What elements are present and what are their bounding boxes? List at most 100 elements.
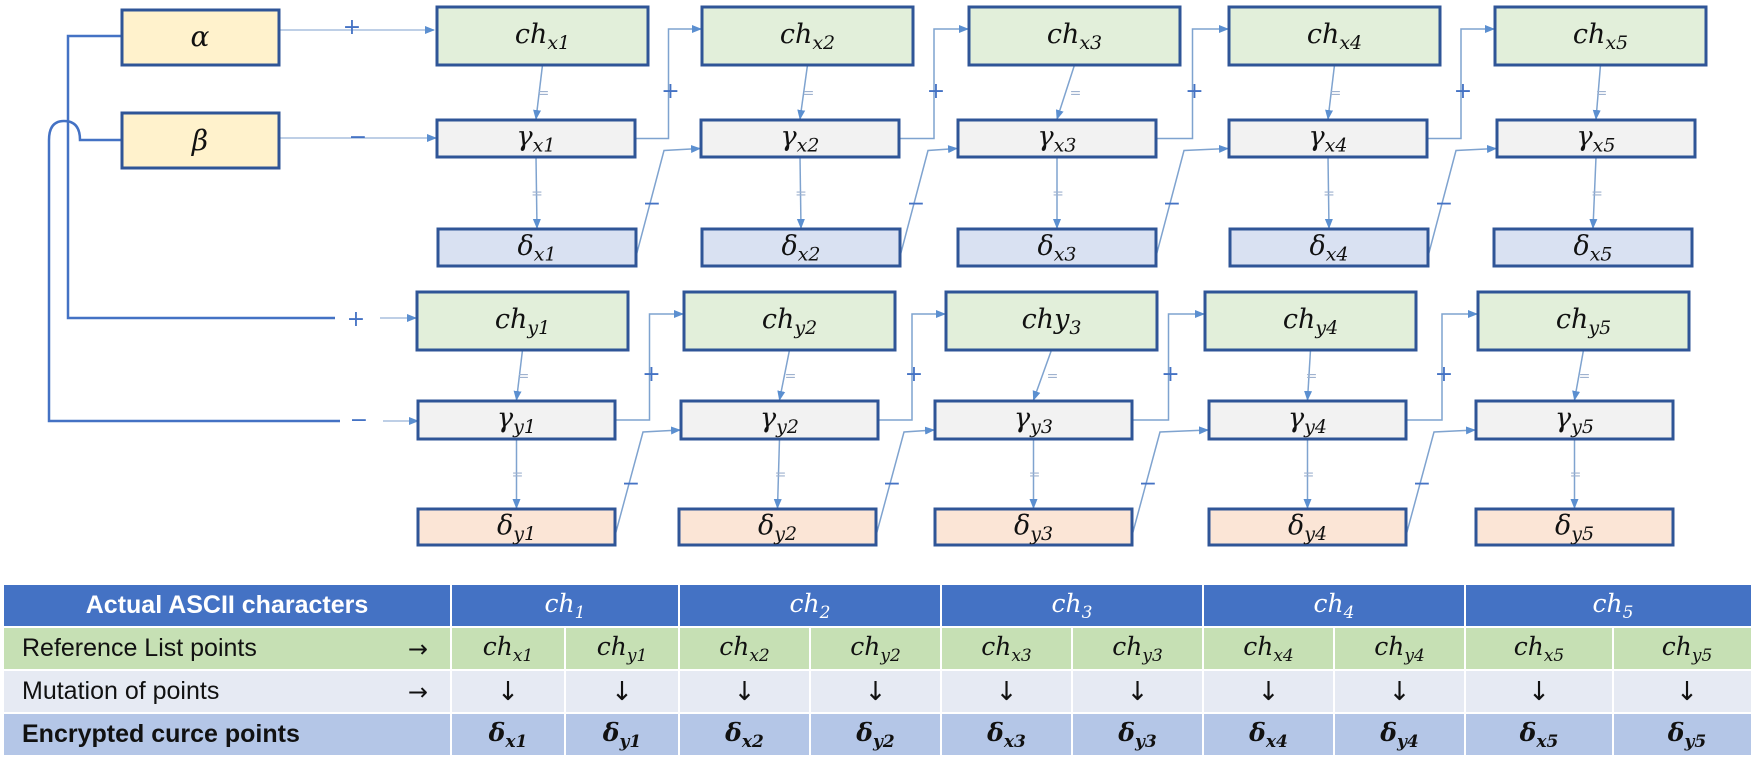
char-header-2: ch2 — [680, 585, 940, 626]
gamma-box — [956, 118, 1158, 159]
gamma-to-delta-arrow — [532, 156, 541, 229]
equals-sign: = — [1591, 186, 1603, 202]
delta-label: δy2 — [758, 510, 797, 545]
mutation-row-header: Mutation of points→ — [4, 671, 450, 712]
gamma-box — [679, 399, 880, 441]
gamma-label: γx2 — [781, 122, 820, 157]
ch-box — [682, 290, 897, 352]
ch-box — [700, 5, 915, 67]
plus-sign: + — [642, 362, 660, 387]
down-arrow-icon: ↓ — [1204, 671, 1333, 712]
encrypted-point-cell: δx3 — [942, 714, 1071, 755]
alpha-plus-sign: + — [343, 15, 361, 40]
delta-label: δx2 — [781, 231, 820, 266]
encrypted-point-cell: δy2 — [811, 714, 940, 755]
reference-point-cell: chx4 — [1204, 628, 1333, 669]
delta-box — [1228, 227, 1430, 268]
equals-sign: = — [1306, 369, 1318, 385]
equals-sign: = — [1070, 86, 1082, 102]
down-arrow-icon: ↓ — [1466, 671, 1612, 712]
gamma-to-next-ch-arrow — [1406, 310, 1478, 421]
ch-box — [415, 290, 630, 352]
gamma-box — [699, 118, 901, 159]
delta-label: δx4 — [1309, 231, 1348, 266]
gamma-box — [1207, 399, 1408, 441]
delta-to-next-gamma-arrow — [1403, 426, 1476, 544]
gamma-to-next-ch-arrow — [1132, 310, 1205, 421]
delta-label: δx1 — [517, 231, 556, 266]
equals-sign: = — [512, 467, 524, 483]
gamma-box — [1227, 118, 1429, 159]
equals-sign: = — [538, 86, 550, 102]
delta-to-next-gamma-arrow — [633, 145, 701, 265]
ch-to-gamma-arrow — [1032, 349, 1053, 401]
equals-sign: = — [1323, 186, 1335, 202]
delta-label: δx3 — [1037, 231, 1076, 266]
delta-label: δy3 — [1014, 510, 1053, 545]
down-arrow-icon: ↓ — [942, 671, 1071, 712]
table-row-actual: Actual ASCII characters ch1 ch2 ch3 ch4 … — [4, 585, 1751, 626]
delta-label: δy5 — [1555, 510, 1594, 545]
down-arrow-icon: ↓ — [452, 671, 564, 712]
minus-sign: − — [622, 472, 640, 497]
gamma-to-next-ch-arrow — [615, 310, 684, 421]
ch-label: chx4 — [1307, 19, 1362, 54]
plus-sign: + — [1454, 79, 1472, 104]
gamma-label: γx5 — [1577, 122, 1616, 157]
equals-sign: = — [1029, 467, 1041, 483]
delta-box — [700, 227, 902, 268]
reference-point-cell: chx5 — [1466, 628, 1612, 669]
char-header-3: ch3 — [942, 585, 1202, 626]
gamma-box — [1474, 399, 1675, 441]
encrypted-point-cell: δy3 — [1073, 714, 1202, 755]
ch-label: chy4 — [1283, 304, 1338, 339]
minus-sign: − — [907, 191, 925, 216]
encrypted-point-cell: δx5 — [1466, 714, 1612, 755]
down-arrow-icon: ↓ — [1614, 671, 1751, 712]
delta-box — [1492, 227, 1694, 268]
reference-point-cell: chy4 — [1335, 628, 1464, 669]
delta-box — [416, 507, 617, 547]
equals-sign: = — [531, 186, 543, 202]
char-header-1: ch1 — [452, 585, 678, 626]
char-header-5: ch5 — [1466, 585, 1751, 626]
encrypted-point-cell: δy5 — [1614, 714, 1751, 755]
delta-to-next-gamma-arrow — [1425, 144, 1497, 265]
gamma-label: γy5 — [1555, 403, 1594, 438]
gamma-to-next-ch-arrow — [1427, 25, 1495, 140]
delta-to-next-gamma-arrow — [873, 426, 935, 544]
encrypted-point-cell: δx1 — [452, 714, 564, 755]
delta-box — [933, 507, 1134, 547]
ch-label: chy3 — [1022, 304, 1082, 339]
input-bus — [47, 34, 340, 423]
down-arrow-icon: ↓ — [811, 671, 940, 712]
encrypted-point-cell: δy4 — [1335, 714, 1464, 755]
reference-point-cell: chy3 — [1073, 628, 1202, 669]
y-minus-sign: − — [350, 408, 368, 433]
gamma-label: γy2 — [760, 403, 799, 438]
ch-label: chx5 — [1573, 19, 1628, 54]
ch-label: chy2 — [762, 304, 817, 339]
ch-to-gamma-arrow — [777, 349, 791, 401]
gamma-box — [416, 399, 617, 441]
gamma-box — [435, 118, 637, 159]
plus-sign: + — [1435, 362, 1453, 387]
encrypted-point-cell: δx4 — [1204, 714, 1333, 755]
ch-box — [967, 5, 1182, 67]
equals-sign: = — [803, 86, 815, 102]
equals-sign: = — [1570, 467, 1582, 483]
y-plus-sign: + — [347, 307, 365, 332]
gamma-to-next-ch-arrow — [899, 25, 969, 140]
equals-sign: = — [1596, 86, 1608, 102]
minus-sign: − — [1413, 472, 1431, 497]
gamma-to-next-ch-arrow — [878, 310, 946, 421]
ch-to-gamma-arrow — [533, 64, 544, 120]
gamma-to-delta-arrow — [1324, 156, 1333, 229]
ch-to-gamma-arrow — [797, 64, 809, 120]
